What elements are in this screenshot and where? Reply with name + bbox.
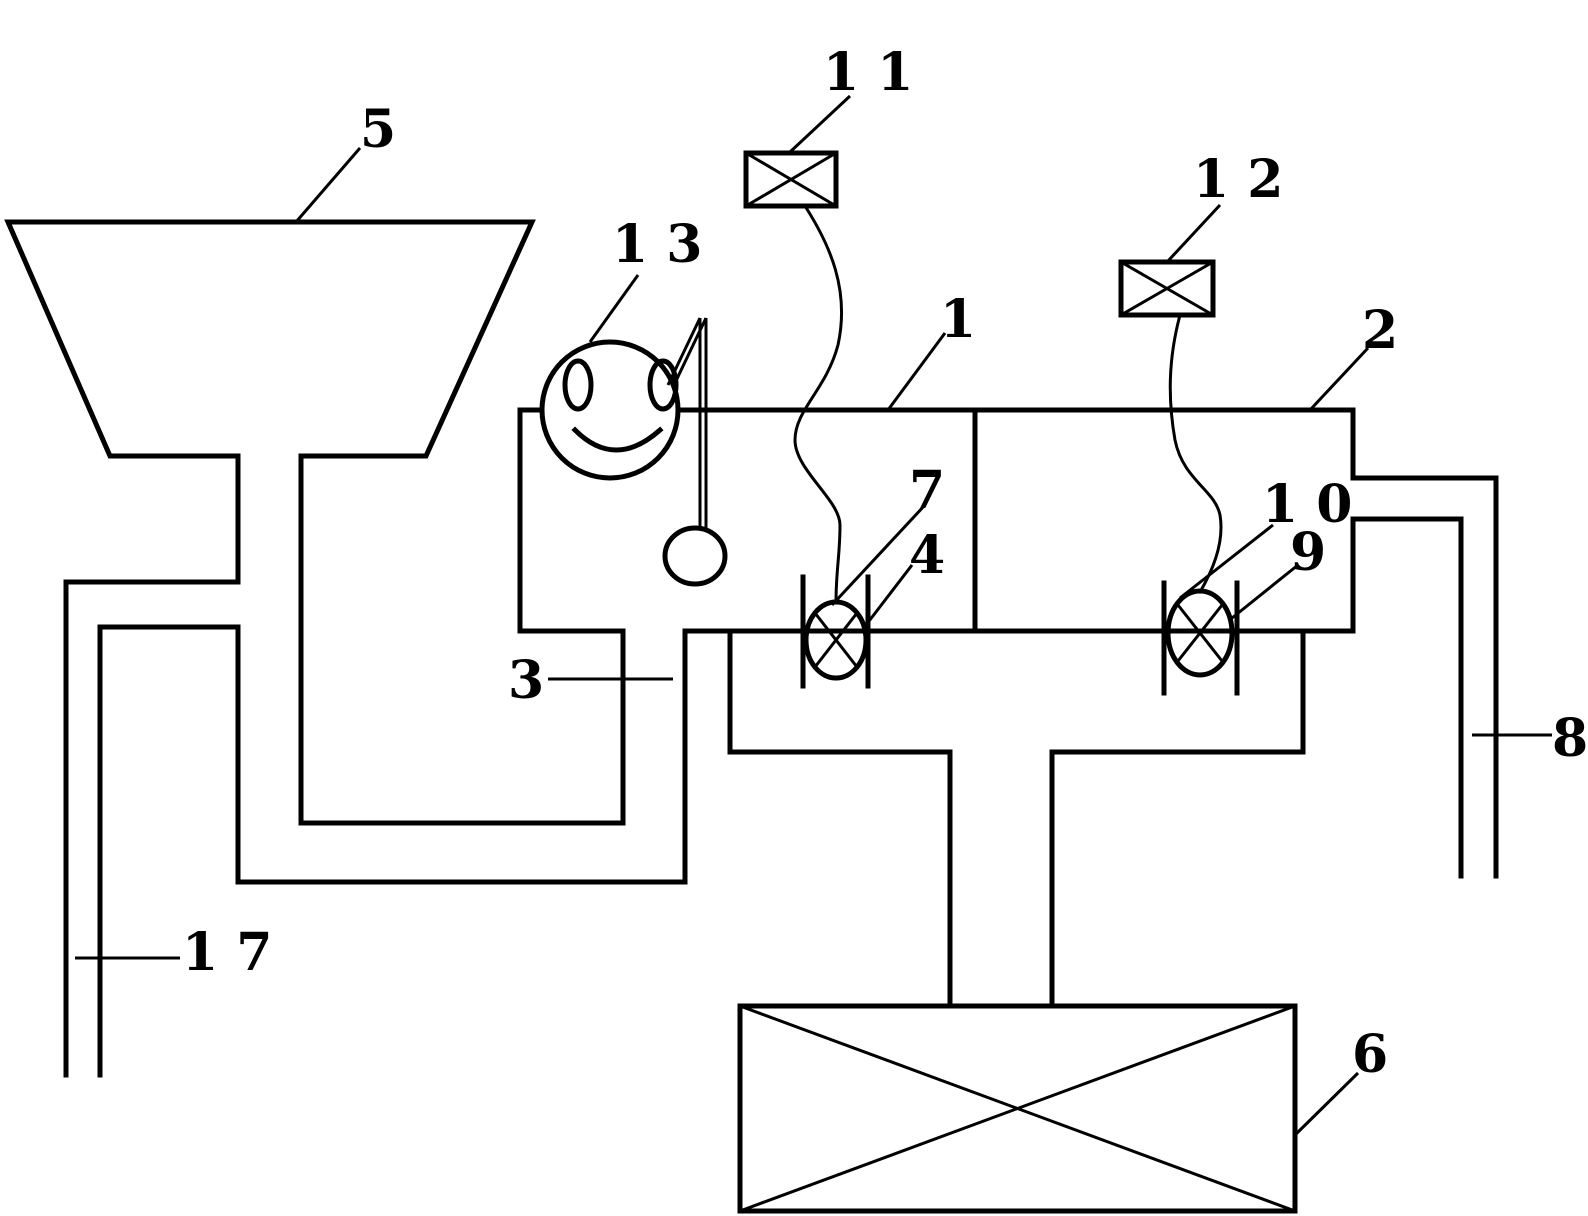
label-8: 8	[1552, 708, 1588, 769]
chamber-1	[679, 407, 978, 634]
label-2: 2	[1362, 300, 1398, 361]
valve-9	[1161, 580, 1240, 696]
label-13: 1 3	[612, 214, 702, 275]
labels: 5 1 3 1 1 1 2 1 2 7 4 1 0 9 3 8 1 7 6	[182, 42, 1588, 1085]
label-17: 1 7	[182, 922, 272, 983]
tank-6	[737, 1003, 1298, 1214]
label-3: 3	[508, 650, 544, 711]
controller-12	[1118, 259, 1223, 594]
label-12: 1 2	[1193, 149, 1283, 210]
hopper	[4, 219, 536, 459]
label-4: 4	[909, 525, 945, 586]
label-9: 9	[1290, 522, 1326, 583]
label-1: 1	[940, 289, 976, 350]
label-10: 1 0	[1262, 474, 1352, 535]
gauge-13	[539, 317, 728, 587]
label-6: 6	[1352, 1024, 1388, 1085]
label-11: 1 1	[823, 42, 913, 103]
label-5: 5	[360, 99, 396, 160]
outer-pipe-17	[63, 453, 733, 1078]
controller-11	[743, 150, 844, 604]
inner-pipe-3	[298, 407, 626, 826]
manifold-pipe	[727, 628, 1306, 1009]
label-7: 7	[909, 460, 945, 521]
chamber-2	[972, 407, 1499, 879]
leader-lines	[75, 94, 1552, 1137]
